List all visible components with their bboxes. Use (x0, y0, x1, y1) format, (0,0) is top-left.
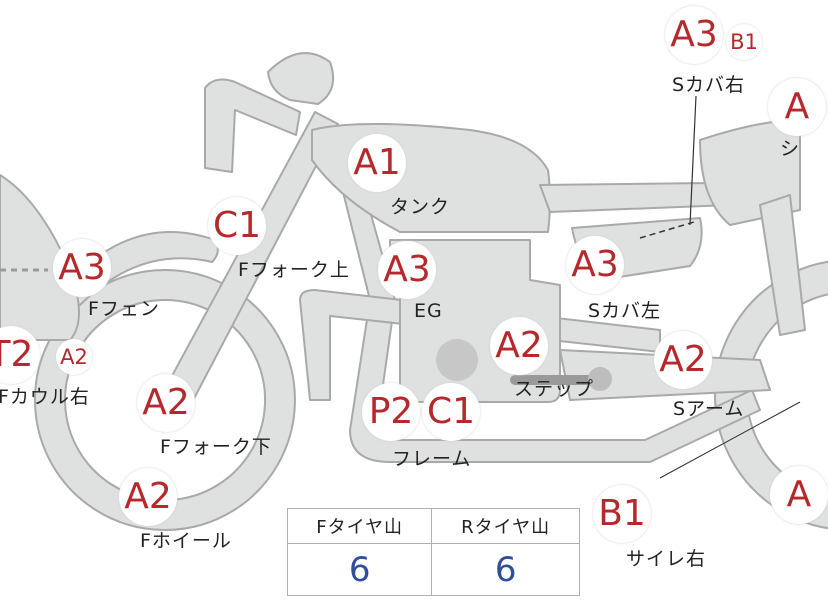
grade-badge: A (768, 78, 826, 136)
grade-badge: A3 (378, 241, 436, 299)
front-tread-value: 6 (286, 543, 433, 596)
grade-badge: B1 (726, 24, 762, 60)
grade-badge: A1 (348, 134, 406, 192)
part-label-s-cover-right: Sカバ右 (672, 74, 746, 96)
grade-badge: C1 (422, 383, 480, 441)
grade-badge: P2 (362, 383, 420, 441)
rear-tread-header: Rタイヤ山 (431, 508, 580, 544)
part-label-fork-lower: Fフォーク下 (160, 436, 272, 458)
rear-shock-shape (759, 194, 806, 336)
part-label-frame: フレーム (392, 448, 472, 470)
rear-wheel-shape (713, 260, 828, 530)
part-label-seat-partial: シ (780, 138, 801, 160)
table-header-row: Fタイヤ山 Rタイヤ山 (286, 508, 580, 544)
grade-badge: A2 (490, 317, 548, 375)
part-label-silencer-right: サイレ右 (626, 548, 707, 570)
front-tread-header: Fタイヤ山 (286, 508, 433, 544)
grade-badge: A2 (654, 331, 712, 389)
part-label-front-cowl-right: Fカウル右 (0, 386, 90, 408)
grade-badge: A3 (53, 239, 111, 297)
part-label-engine: EG (414, 300, 443, 322)
grade-badge: A2 (56, 339, 92, 375)
part-label-fork-upper: Fフォーク上 (238, 259, 350, 281)
headlight-shape (267, 52, 334, 105)
part-label-step: ステップ (514, 378, 595, 400)
grade-badge: A2 (137, 374, 195, 432)
rear-cowl-shape (699, 119, 801, 226)
tire-tread-table: Fタイヤ山 Rタイヤ山 6 6 (286, 508, 580, 596)
motorcycle-damage-diagram: A1 A3 B1 C1 A3 A3 A3 T2 A2 A2 A2 A2 P2 C… (0, 6, 828, 596)
seat-shape (539, 182, 731, 213)
frame-tube-rear (299, 289, 661, 401)
grade-badge: A2 (119, 468, 177, 526)
grade-badge: B1 (593, 485, 651, 543)
part-label-s-cover-left: Sカバ左 (588, 300, 662, 322)
part-label-swing-arm: Sアーム (673, 398, 745, 420)
handlebar-shape (204, 78, 301, 173)
grade-badge: A3 (566, 236, 624, 294)
engine-cover-circle (436, 339, 478, 381)
table-row: 6 6 (286, 543, 580, 596)
leader-silencer-right (659, 401, 801, 479)
grade-badge: C1 (208, 197, 266, 255)
leader-s-cover-right (689, 95, 697, 226)
part-label-front-wheel: Fホイール (140, 530, 232, 552)
grade-badge: A3 (665, 6, 723, 64)
part-label-front-fender: Fフェン (88, 298, 160, 320)
rear-tread-value: 6 (431, 543, 580, 596)
step-knob (588, 367, 612, 391)
part-label-tank: タンク (390, 196, 451, 218)
grade-badge: A (770, 466, 828, 524)
